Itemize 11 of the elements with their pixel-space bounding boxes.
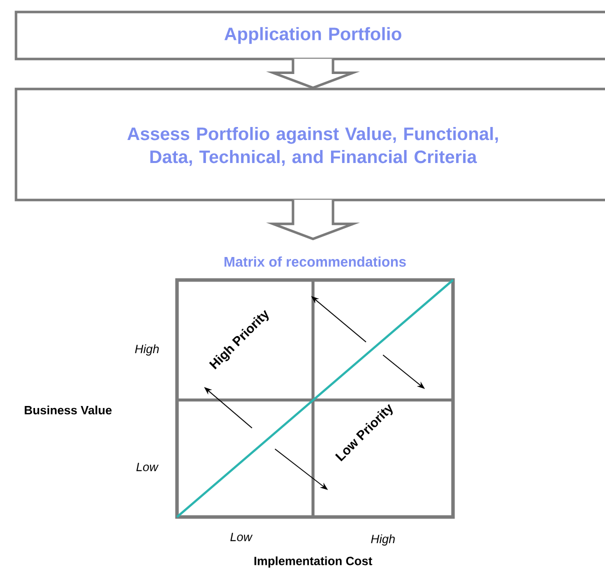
tick-label: Low bbox=[230, 532, 253, 542]
tick-label: High bbox=[371, 534, 395, 546]
axis-title: Implementation Cost bbox=[254, 556, 372, 568]
process-box: Assess Portfolio against Value, Functional, Data, Technical, and Financial Criteria bbox=[14, 88, 605, 202]
block-arrow bbox=[266, 198, 360, 240]
block-arrow bbox=[266, 58, 360, 90]
tick-label: High bbox=[135, 344, 159, 356]
node-label: Matrix of recommendations bbox=[224, 256, 406, 267]
axis-title: Business Value bbox=[24, 406, 112, 414]
tick-label: Low bbox=[136, 462, 159, 472]
process-box: Application Portfolio bbox=[14, 10, 605, 60]
